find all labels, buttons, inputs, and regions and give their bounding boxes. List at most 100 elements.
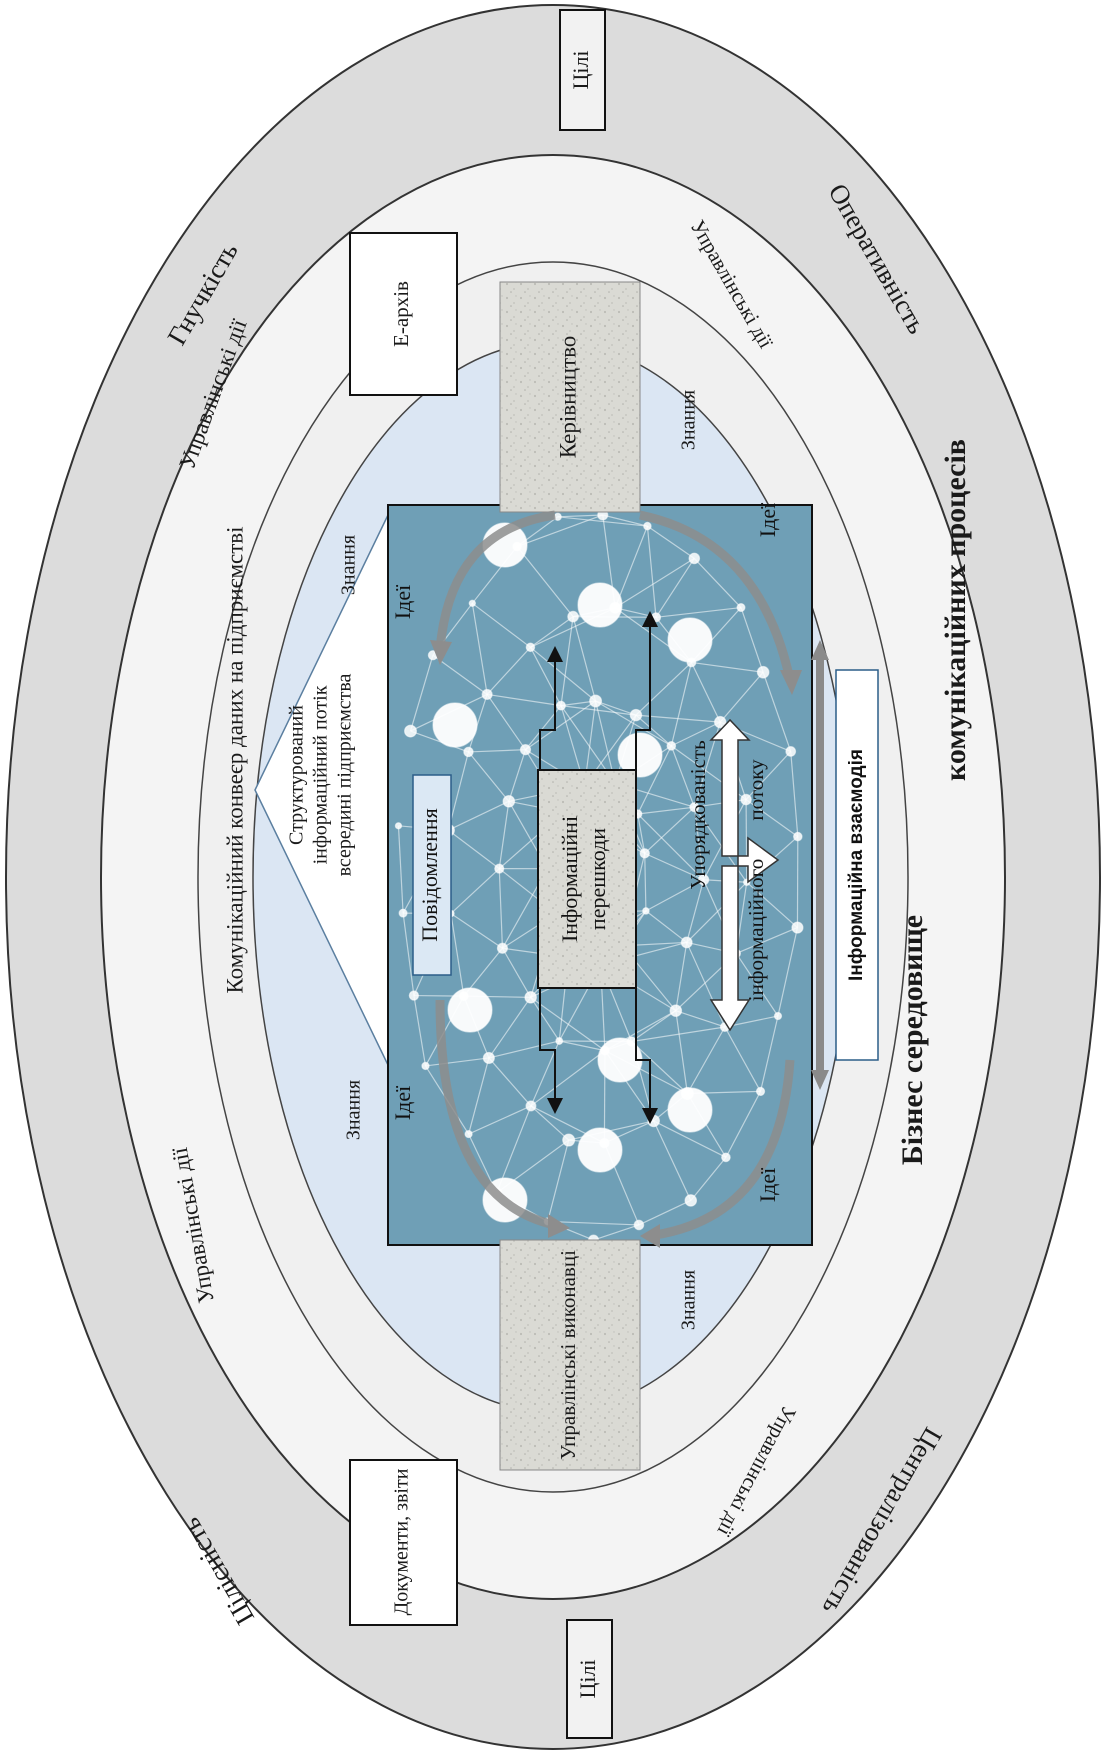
network-node — [669, 1004, 683, 1018]
network-node — [697, 874, 710, 886]
structured-flow-line-2: інформаційний потік — [310, 685, 332, 864]
network-edge — [530, 996, 606, 1052]
e-archive-label: Е-архів — [389, 281, 413, 347]
network-edge — [450, 913, 503, 949]
network-edge — [670, 745, 695, 808]
network-edge — [530, 616, 574, 648]
network-edge — [635, 714, 672, 747]
network-hub-icon — [577, 582, 623, 628]
network-edge — [508, 749, 527, 802]
goals-top-label: Цілі — [568, 50, 593, 89]
network-edge — [631, 1026, 725, 1043]
network-edge — [653, 1120, 727, 1158]
network-edge — [675, 1010, 688, 1094]
network-node — [464, 1129, 473, 1139]
network-edge — [653, 1120, 692, 1201]
network-edge — [647, 525, 695, 559]
network-edge — [486, 646, 531, 695]
order-cross-arrow — [709, 718, 780, 1032]
network-node — [525, 1100, 537, 1112]
knowledge-label-1: Знання — [338, 535, 360, 595]
connector-arrow-2 — [635, 611, 658, 770]
ideas-label-2: Ідеї — [390, 1085, 415, 1120]
network-edge — [501, 947, 532, 998]
network-edge — [614, 525, 648, 609]
network-edge — [762, 672, 792, 752]
network-edge — [693, 557, 742, 608]
curved-arrow-1 — [435, 510, 556, 651]
network-hub-icon — [432, 702, 478, 748]
environment-line-1: Бізнес середовище — [896, 915, 929, 1165]
executors-label: Управлінські виконавці — [556, 1250, 580, 1460]
network-edge — [409, 655, 434, 732]
network-node — [755, 1086, 766, 1097]
network-edge — [468, 749, 526, 753]
network-edge — [637, 813, 705, 881]
network-node — [773, 1011, 783, 1021]
network-hub-icon — [617, 732, 663, 778]
network-node — [793, 831, 803, 842]
network-edge — [686, 1026, 726, 1094]
network-node — [404, 724, 417, 738]
network-node — [633, 1219, 645, 1231]
network-edge — [645, 879, 704, 912]
network-edge — [487, 693, 562, 707]
network-edge — [397, 825, 404, 914]
network-node — [421, 1061, 430, 1071]
network-edge — [614, 557, 695, 609]
network-edge — [471, 603, 488, 695]
network-edge — [488, 996, 532, 1059]
network-edge — [560, 616, 574, 706]
network-edge — [638, 1199, 692, 1226]
network-edge — [637, 745, 672, 815]
network-edge — [425, 1057, 489, 1067]
network-node — [736, 603, 746, 613]
network-node — [666, 741, 677, 751]
network-edge — [530, 646, 596, 702]
network-edge — [602, 514, 648, 527]
knowledge-label-2: Знання — [343, 1080, 365, 1140]
environment-line-2: комунікаційних процесів — [939, 439, 972, 781]
curved-arrow-2-tip — [780, 670, 802, 695]
e-archive-box — [349, 232, 458, 396]
interaction-box — [835, 669, 879, 1061]
interaction-label: Інформаційна взаємодія — [846, 749, 867, 981]
network-node — [689, 802, 700, 813]
network-edge — [557, 516, 648, 527]
network-hub-icon — [577, 1127, 623, 1173]
barriers-line-1: Інформаційні — [557, 816, 582, 942]
network-edge — [448, 829, 500, 870]
network-hub-icon — [447, 987, 493, 1033]
structured-flow-line-1: Структурований — [286, 705, 308, 845]
order-line-1: Упорядкованість — [686, 740, 710, 889]
network-edge — [530, 1050, 606, 1107]
network-edge — [413, 995, 427, 1067]
network-node — [482, 1051, 495, 1065]
network-node — [721, 1152, 731, 1163]
network-edge — [645, 910, 688, 943]
network-edge — [745, 799, 748, 883]
pipeline-label: Комунікаційний конвеєр даних на підприєм… — [222, 526, 247, 993]
network-node — [567, 610, 579, 623]
curved-arrow-1-tip — [430, 640, 452, 665]
network-node — [791, 921, 804, 934]
network-edge — [725, 1091, 762, 1158]
network-node — [684, 1194, 698, 1207]
network-edge — [450, 913, 465, 997]
network-node — [394, 822, 403, 830]
network-edge — [719, 671, 764, 723]
order-line-2: інформаційного — [744, 859, 768, 1001]
curved-arrow-3-tip — [548, 1214, 570, 1238]
network-node — [642, 907, 650, 915]
network-edge — [488, 1057, 532, 1107]
network-edge — [644, 852, 704, 881]
network-edge — [486, 694, 526, 751]
network-node — [502, 795, 516, 808]
network-edge — [637, 806, 695, 815]
management-label: Керівництво — [555, 336, 580, 459]
network-edge — [530, 997, 560, 1042]
network-edge — [467, 694, 488, 753]
network-edge — [686, 879, 705, 943]
network-edge — [691, 661, 764, 673]
network-edge — [547, 1139, 570, 1222]
